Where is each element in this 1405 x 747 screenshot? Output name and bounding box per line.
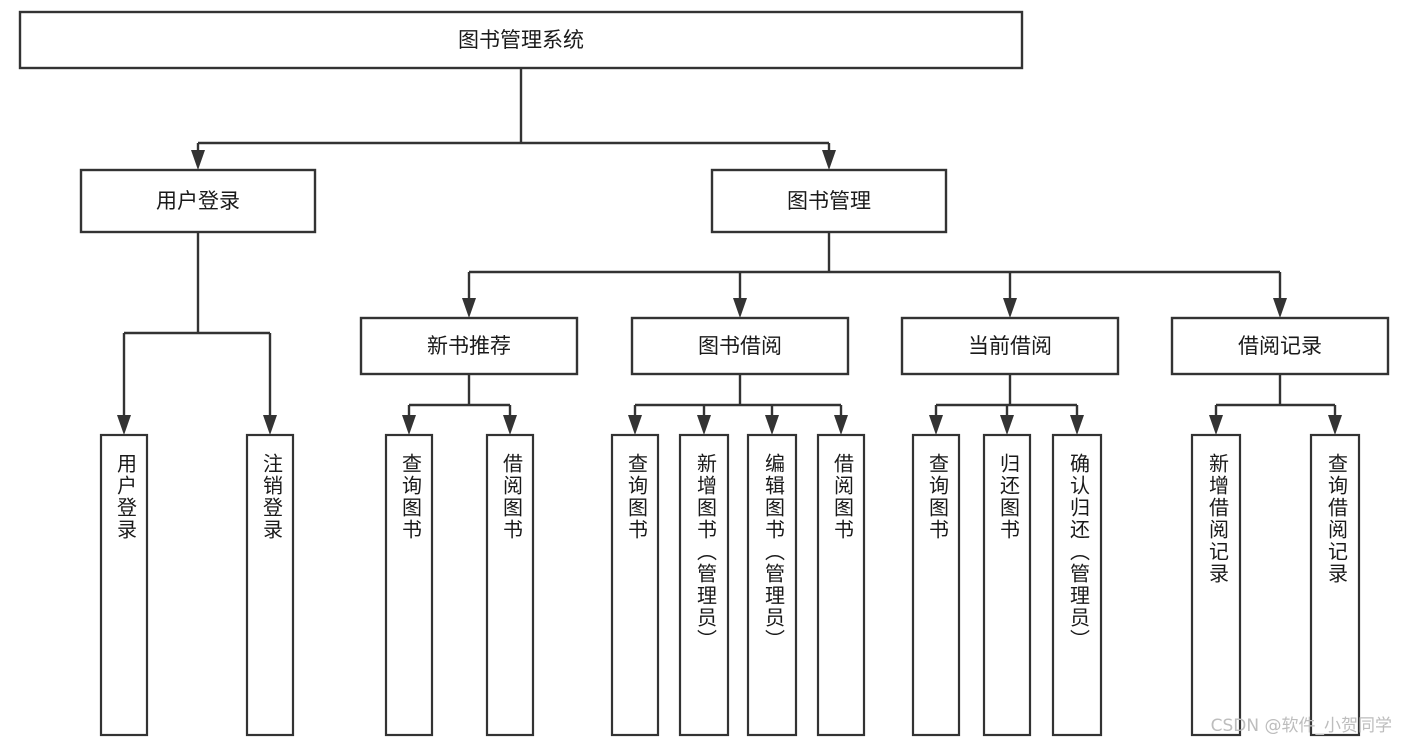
edge-arrowhead: [1209, 415, 1223, 435]
node-box[interactable]: [1051, 433, 1103, 737]
node-leaf[interactable]: 编辑图书（管理员）: [746, 433, 798, 737]
edge-arrowhead: [402, 415, 416, 435]
node-label: 查询图书: [399, 453, 423, 541]
edge-arrowhead: [834, 415, 848, 435]
node-label: 编辑图书（管理员）: [762, 453, 786, 651]
edge-arrowhead: [191, 150, 205, 170]
node-box[interactable]: [359, 316, 579, 376]
node-box[interactable]: [630, 316, 850, 376]
node-label: 注销登录: [260, 453, 284, 541]
node-box[interactable]: [900, 316, 1120, 376]
node-label: 查询图书: [625, 453, 649, 541]
edge-arrowhead: [929, 415, 943, 435]
watermark-label: CSDN @软件_小贺同学: [1211, 716, 1392, 736]
edge-arrowhead: [628, 415, 642, 435]
node-box[interactable]: [816, 433, 866, 737]
node-leaf[interactable]: 查询图书: [610, 433, 660, 737]
node-box[interactable]: [99, 433, 149, 737]
edge-arrowhead: [117, 415, 131, 435]
node-level2[interactable]: 图书管理: [710, 168, 948, 234]
node-box[interactable]: [746, 433, 798, 737]
node-leaf[interactable]: 确认归还（管理员）: [1051, 433, 1103, 737]
edge-arrowhead: [1003, 298, 1017, 318]
node-leaf[interactable]: 归还图书: [982, 433, 1032, 737]
node-box[interactable]: [610, 433, 660, 737]
node-level2[interactable]: 用户登录: [79, 168, 317, 234]
edge-arrowhead: [1273, 298, 1287, 318]
node-label: 用户登录: [156, 189, 240, 213]
node-box[interactable]: [911, 433, 961, 737]
node-label: 借阅图书: [831, 453, 855, 541]
edge-arrowhead: [733, 298, 747, 318]
node-box[interactable]: [678, 433, 730, 737]
node-label: 查询借阅记录: [1325, 453, 1349, 585]
node-box[interactable]: [245, 433, 295, 737]
node-leaf[interactable]: 新增借阅记录: [1190, 433, 1242, 737]
node-label: 图书管理: [787, 189, 871, 213]
node-box[interactable]: [982, 433, 1032, 737]
edge-arrowhead: [765, 415, 779, 435]
node-label: 借阅图书: [500, 453, 524, 541]
node-label: 新书推荐: [427, 334, 511, 358]
node-level3[interactable]: 当前借阅: [900, 316, 1120, 376]
node-leaf[interactable]: 用户登录: [99, 433, 149, 737]
edge-arrowhead: [1328, 415, 1342, 435]
node-leaf[interactable]: 注销登录: [245, 433, 295, 737]
node-root[interactable]: 图书管理系统: [18, 10, 1024, 70]
node-label: 归还图书: [997, 453, 1021, 541]
node-leaf[interactable]: 新增图书（管理员）: [678, 433, 730, 737]
node-label: 图书借阅: [698, 334, 782, 358]
node-box[interactable]: [1309, 433, 1361, 737]
node-label: 图书管理系统: [458, 28, 584, 52]
node-box[interactable]: [1190, 433, 1242, 737]
node-box[interactable]: [710, 168, 948, 234]
node-label: 当前借阅: [968, 334, 1052, 358]
node-level3[interactable]: 新书推荐: [359, 316, 579, 376]
node-leaf[interactable]: 查询图书: [911, 433, 961, 737]
node-box[interactable]: [1170, 316, 1390, 376]
node-label: 用户登录: [114, 453, 138, 541]
node-level3[interactable]: 借阅记录: [1170, 316, 1390, 376]
edge-arrowhead: [1070, 415, 1084, 435]
edge-arrowhead: [503, 415, 517, 435]
edge-arrowhead: [822, 150, 836, 170]
edge-arrowhead: [462, 298, 476, 318]
node-box[interactable]: [79, 168, 317, 234]
nodes-layer: 图书管理系统用户登录图书管理新书推荐图书借阅当前借阅借阅记录用户登录注销登录查询…: [18, 10, 1390, 737]
edge-arrowhead: [697, 415, 711, 435]
edges-layer: [117, 68, 1342, 435]
node-label: 借阅记录: [1238, 334, 1322, 358]
node-label: 新增借阅记录: [1206, 453, 1230, 585]
edge-arrowhead: [1000, 415, 1014, 435]
node-leaf[interactable]: 借阅图书: [816, 433, 866, 737]
node-label: 新增图书（管理员）: [694, 453, 718, 651]
node-leaf[interactable]: 查询图书: [384, 433, 434, 737]
node-leaf[interactable]: 借阅图书: [485, 433, 535, 737]
node-box[interactable]: [18, 10, 1024, 70]
node-box[interactable]: [485, 433, 535, 737]
node-level3[interactable]: 图书借阅: [630, 316, 850, 376]
node-label: 确认归还（管理员）: [1067, 453, 1091, 651]
node-box[interactable]: [384, 433, 434, 737]
node-leaf[interactable]: 查询借阅记录: [1309, 433, 1361, 737]
node-label: 查询图书: [926, 453, 950, 541]
edge-arrowhead: [263, 415, 277, 435]
